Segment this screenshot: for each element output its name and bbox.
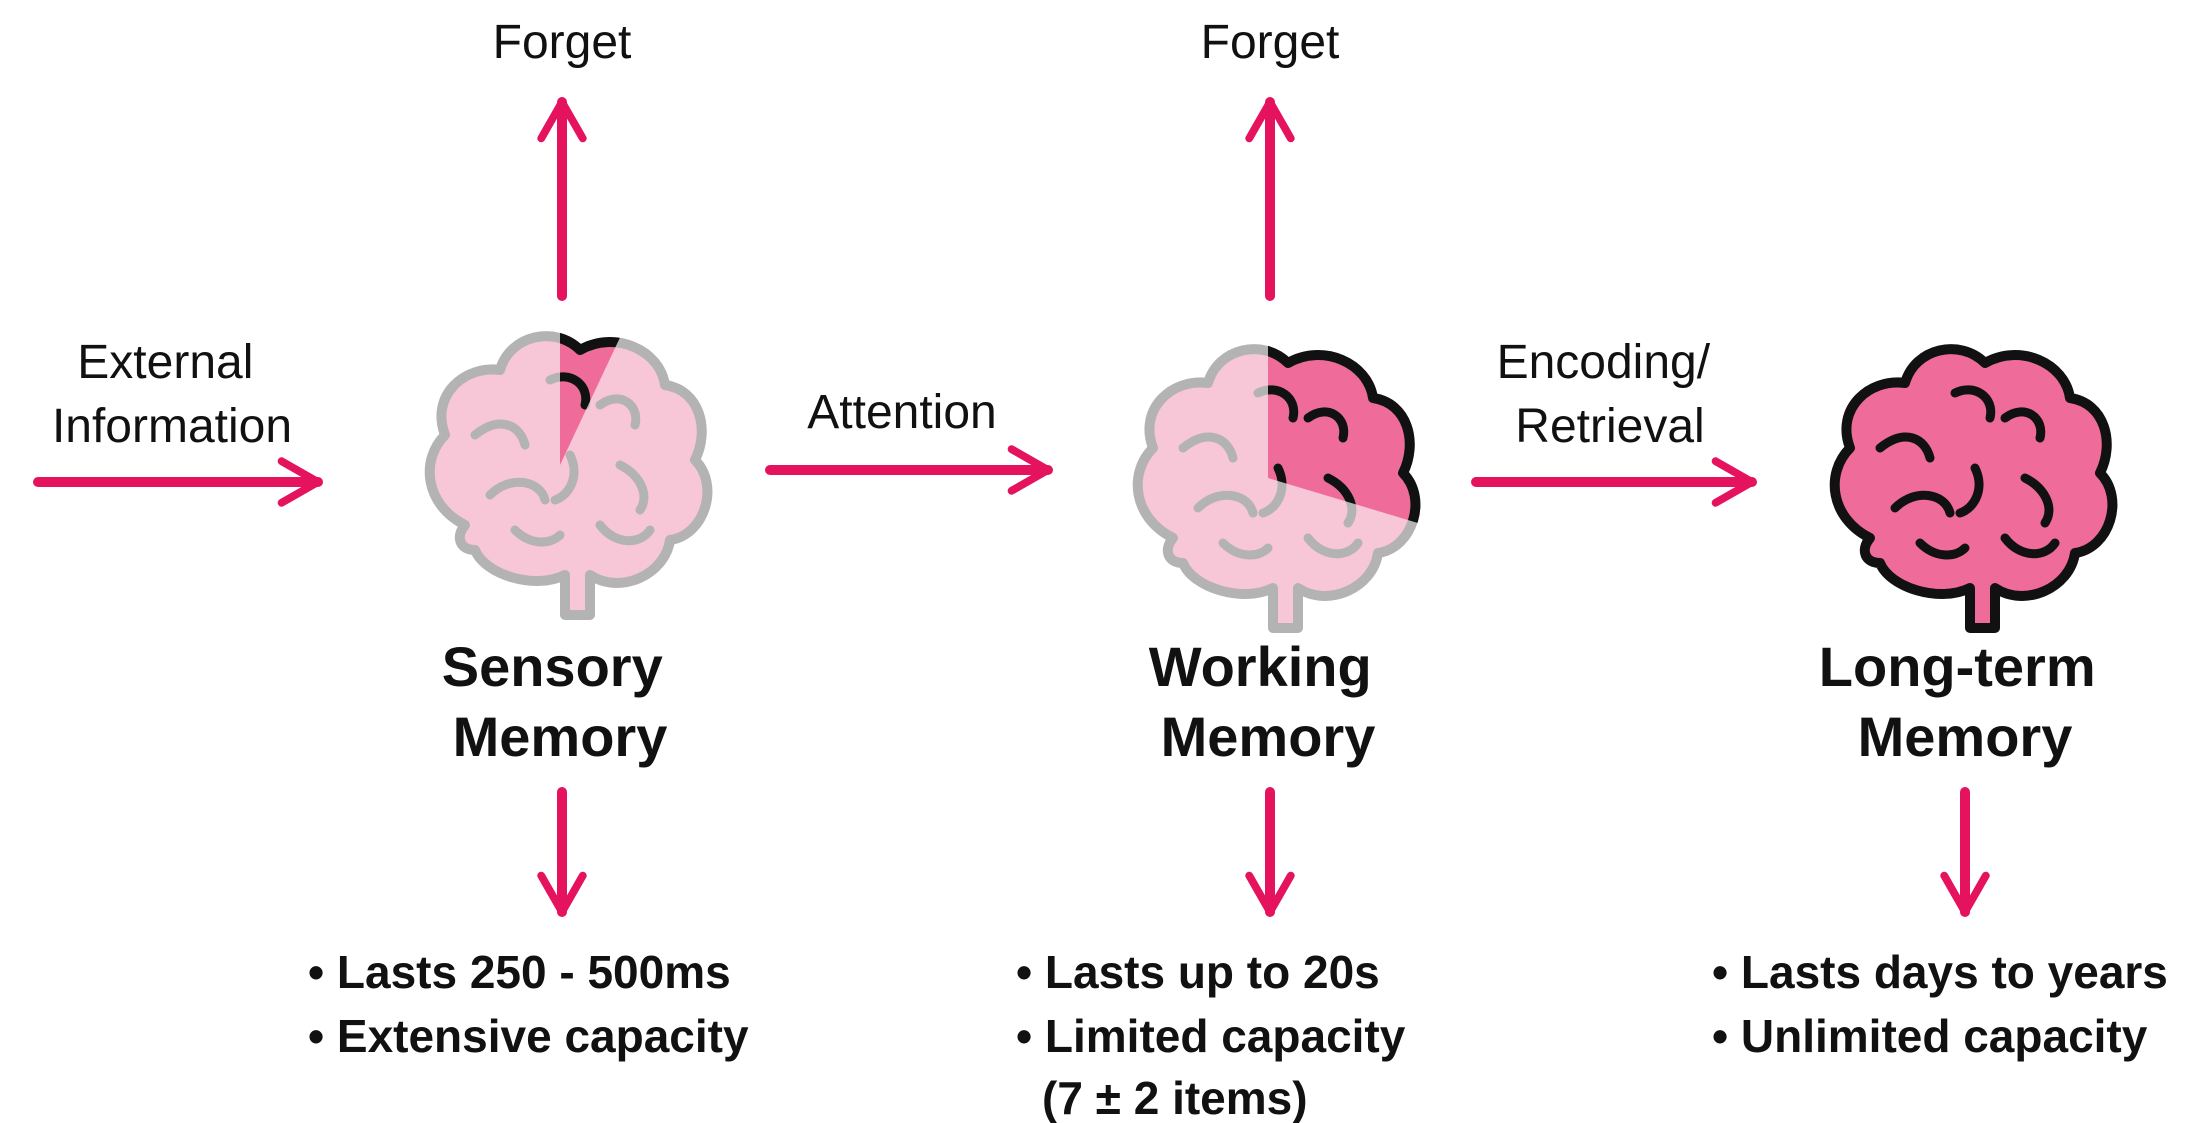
longterm-brain-icon [1835, 349, 2113, 628]
longterm-bullets: • Lasts days to years • Unlimited capaci… [1712, 946, 2181, 1062]
working-bullets: • Lasts up to 20s • Limited capacity (7 … [1016, 946, 1418, 1123]
longterm-title-line-2: Memory [1858, 705, 2073, 768]
external-information-label: External Information [52, 336, 292, 453]
sensory-title-line-1: Sensory [442, 635, 663, 698]
longterm-memory-title: Long-term Memory [1819, 635, 2111, 768]
sensory-bullet-duration: • Lasts 250 - 500ms [308, 946, 731, 998]
working-bullet-items: (7 ± 2 items) [1042, 1072, 1308, 1123]
working-forget-label: Forget [1201, 16, 1340, 69]
longterm-bullet-duration: • Lasts days to years [1712, 946, 2168, 998]
working-bullet-duration: • Lasts up to 20s [1016, 946, 1380, 998]
sensory-bullets: • Lasts 250 - 500ms • Extensive capacity [308, 946, 749, 1062]
working-memory-title: Working Memory [1149, 635, 1388, 768]
attention-label: Attention [807, 386, 996, 439]
external-information-line-1: External [77, 336, 253, 389]
working-bullet-capacity: • Limited capacity [1016, 1010, 1406, 1062]
working-title-line-2: Memory [1161, 705, 1376, 768]
working-title-line-1: Working [1149, 635, 1372, 698]
sensory-forget-label: Forget [493, 16, 632, 69]
sensory-brain-icon [390, 295, 730, 635]
sensory-memory-title: Sensory Memory [442, 635, 679, 768]
longterm-bullet-capacity: • Unlimited capacity [1712, 1010, 2148, 1062]
encoding-label-line-1: Encoding/ [1497, 336, 1711, 389]
working-brain-icon [1098, 308, 1438, 648]
sensory-bullet-capacity: • Extensive capacity [308, 1010, 749, 1062]
encoding-retrieval-label: Encoding/ Retrieval [1497, 336, 1724, 453]
external-information-line-2: Information [52, 400, 292, 453]
encoding-label-line-2: Retrieval [1515, 400, 1704, 453]
longterm-title-line-1: Long-term [1819, 635, 2096, 698]
sensory-title-line-2: Memory [453, 705, 668, 768]
